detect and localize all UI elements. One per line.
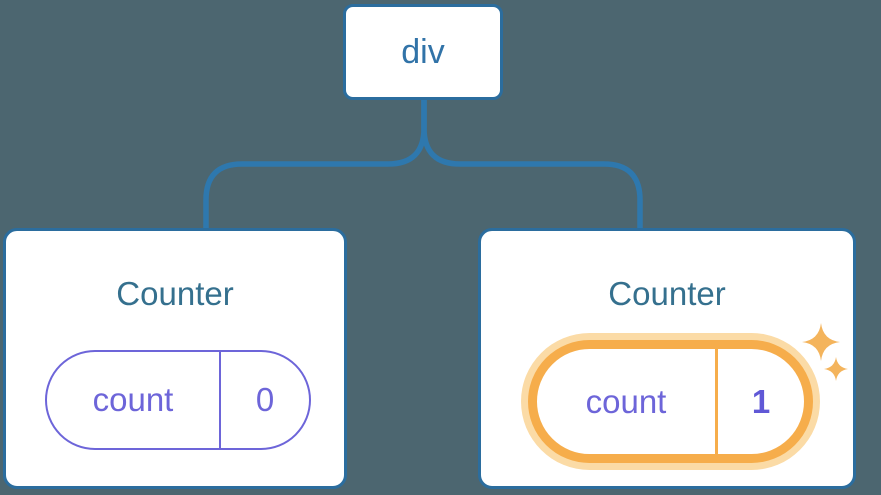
sparkle-large	[802, 323, 840, 361]
sparkle-icon	[802, 323, 848, 381]
counter-card-initial: Counter count 0	[3, 228, 347, 489]
connector-left-branch	[203, 97, 427, 231]
state-key-label: count	[585, 382, 667, 420]
state-value: 0	[255, 381, 275, 418]
counter-card-updated: Counter count 1	[478, 228, 856, 489]
component-title: Counter	[116, 275, 234, 312]
state-pill: count 0	[45, 350, 311, 450]
state-pill-highlighted: count 1	[528, 340, 813, 463]
state-key-label: count	[92, 381, 174, 418]
root-node-div: div	[343, 4, 503, 100]
root-node-label: div	[401, 32, 445, 71]
pill-divider	[715, 349, 718, 454]
connector-right-branch	[421, 97, 643, 231]
sparkle-small	[824, 357, 848, 381]
state-value: 1	[751, 382, 771, 420]
pill-divider	[219, 352, 221, 448]
component-title: Counter	[608, 275, 726, 312]
